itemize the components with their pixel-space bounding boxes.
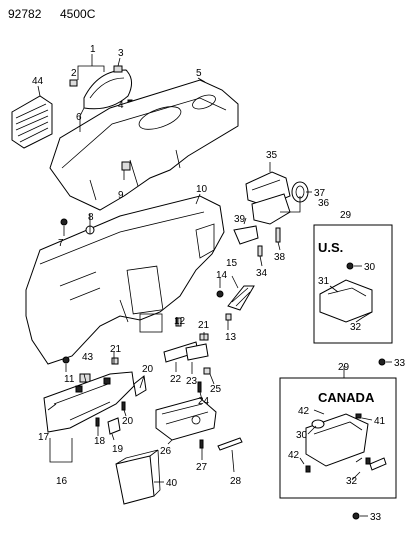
callout-2: 2 bbox=[71, 68, 77, 79]
part-screw-24 bbox=[197, 381, 202, 393]
part-fastener-9 bbox=[121, 161, 131, 171]
callout-7: 7 bbox=[58, 238, 64, 249]
part-fastener-34 bbox=[257, 245, 263, 257]
part-screw-20b bbox=[121, 401, 126, 411]
part-side-vent bbox=[11, 95, 53, 149]
part-screw-33b bbox=[352, 512, 360, 520]
callout-28: 28 bbox=[230, 476, 242, 487]
callout-11: 11 bbox=[64, 374, 75, 385]
part-screw-33a bbox=[378, 358, 386, 366]
part-column-cover-lower bbox=[251, 193, 291, 225]
callout-17: 17 bbox=[38, 432, 50, 443]
part-screw-18 bbox=[95, 417, 100, 427]
callout-41: 41 bbox=[374, 416, 386, 427]
callout-39: 39 bbox=[234, 214, 246, 225]
part-screw-27 bbox=[199, 439, 204, 449]
callout-44: 44 bbox=[32, 76, 44, 87]
callout-29b: 29 bbox=[338, 362, 350, 373]
callout-25: 25 bbox=[210, 384, 222, 395]
callout-13: 13 bbox=[225, 332, 237, 343]
part-clip-12 bbox=[175, 317, 182, 327]
callout-6: 6 bbox=[76, 112, 82, 123]
callout-20a: 20 bbox=[142, 364, 154, 375]
canada-inset: CANADA bbox=[279, 377, 397, 499]
callout-8: 8 bbox=[88, 212, 94, 223]
callout-35: 35 bbox=[266, 150, 278, 161]
callout-16: 16 bbox=[56, 476, 68, 487]
callout-30b: 30 bbox=[296, 430, 308, 441]
part-cover-20 bbox=[133, 375, 147, 397]
part-clip-3 bbox=[113, 65, 123, 73]
callout-32a: 32 bbox=[350, 322, 362, 333]
callouts: 1 2 3 4 5 6 7 8 9 10 11 12 13 14 15 16 1… bbox=[32, 44, 406, 523]
callout-36: 36 bbox=[318, 198, 330, 209]
callout-24: 24 bbox=[198, 396, 210, 407]
canada-region-label: CANADA bbox=[318, 390, 375, 405]
figure-code: 4500C bbox=[60, 7, 96, 21]
part-clip-2 bbox=[69, 79, 78, 87]
part-clip-13 bbox=[225, 313, 232, 321]
callout-33b: 33 bbox=[370, 512, 382, 523]
callout-18: 18 bbox=[94, 436, 106, 447]
callout-9: 9 bbox=[118, 190, 124, 201]
callout-42b: 42 bbox=[288, 450, 300, 461]
catalog-number: 92782 bbox=[8, 7, 42, 21]
part-lower-dash-panel bbox=[25, 195, 225, 365]
callout-26: 26 bbox=[160, 446, 172, 457]
callout-21b: 21 bbox=[110, 344, 122, 355]
callout-21a: 21 bbox=[198, 320, 210, 331]
part-screw-11 bbox=[62, 356, 70, 364]
callout-19: 19 bbox=[112, 444, 124, 455]
part-bracket-39 bbox=[233, 225, 259, 245]
part-clip-7 bbox=[60, 218, 68, 226]
callout-27: 27 bbox=[196, 462, 208, 473]
part-strip-28 bbox=[217, 437, 243, 451]
callout-42a: 42 bbox=[298, 406, 310, 417]
callout-23: 23 bbox=[186, 376, 198, 387]
part-lower-panel bbox=[43, 371, 135, 433]
callout-20b: 20 bbox=[122, 416, 134, 427]
part-plate-19 bbox=[107, 417, 121, 435]
callout-29a: 29 bbox=[340, 210, 352, 221]
callout-1: 1 bbox=[90, 44, 96, 55]
callout-38: 38 bbox=[274, 252, 286, 263]
part-tray-26 bbox=[155, 397, 217, 441]
part-meter-hood bbox=[83, 69, 132, 110]
callout-33a: 33 bbox=[394, 358, 406, 369]
callout-3: 3 bbox=[118, 48, 124, 59]
callout-40: 40 bbox=[166, 478, 178, 489]
us-inset: U.S. bbox=[313, 224, 393, 344]
callout-12: 12 bbox=[174, 316, 186, 327]
part-box-40 bbox=[115, 449, 161, 505]
part-bracket-23 bbox=[185, 343, 209, 361]
callout-43: 43 bbox=[82, 352, 94, 363]
us-region-label: U.S. bbox=[318, 240, 343, 255]
part-clip-25 bbox=[203, 367, 211, 375]
part-screw-14 bbox=[216, 290, 224, 298]
part-fastener-38 bbox=[275, 227, 281, 243]
callout-30a: 30 bbox=[364, 262, 376, 273]
part-vent-15 bbox=[227, 285, 255, 311]
callout-4: 4 bbox=[118, 100, 124, 111]
callout-31: 31 bbox=[318, 276, 330, 287]
callout-22: 22 bbox=[170, 374, 182, 385]
callout-34: 34 bbox=[256, 268, 268, 279]
callout-10: 10 bbox=[196, 184, 208, 195]
part-clip-21b bbox=[111, 357, 119, 365]
callout-14: 14 bbox=[216, 270, 228, 281]
callout-37: 37 bbox=[314, 188, 326, 199]
callout-32b: 32 bbox=[346, 476, 358, 487]
callout-5: 5 bbox=[196, 68, 202, 79]
leader-lines bbox=[37, 54, 392, 517]
part-upper-dash-panel bbox=[49, 79, 239, 211]
callout-15: 15 bbox=[226, 258, 238, 269]
